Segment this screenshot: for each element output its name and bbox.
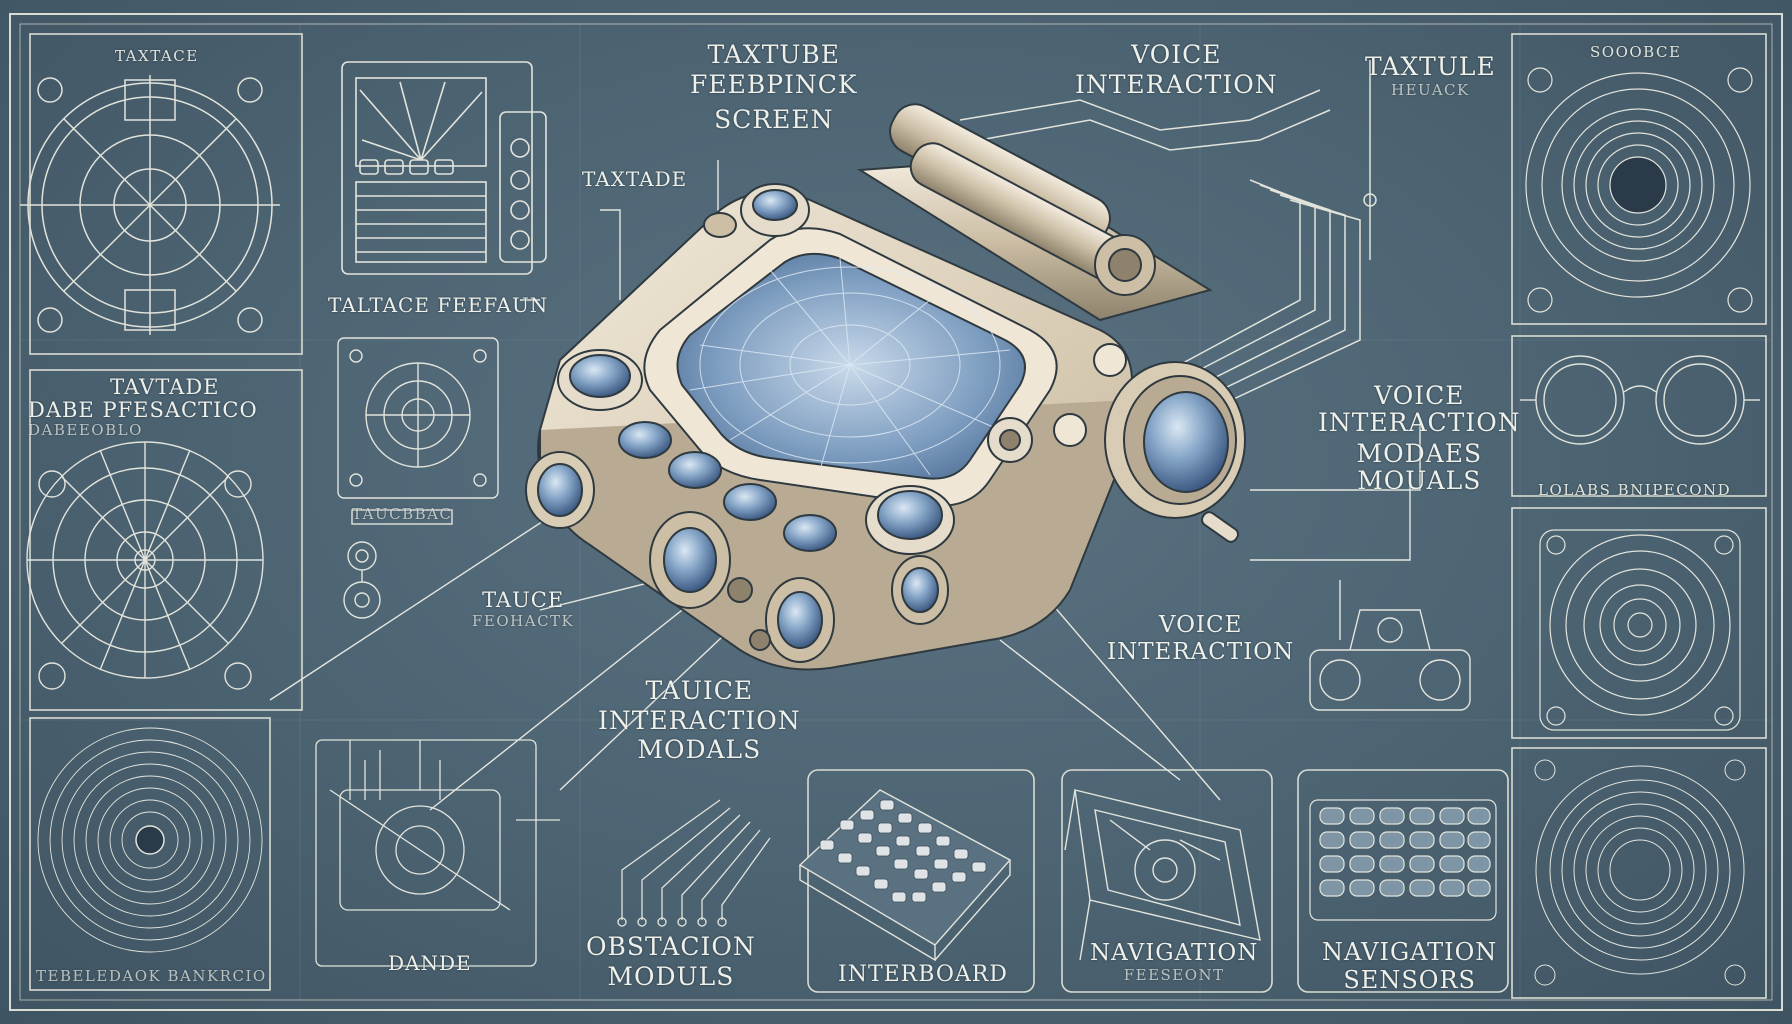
label-obstacion-moduls: OBSTACION MODULS (586, 932, 756, 991)
radar-lines (689, 257, 1011, 476)
label-line: VOICE (1374, 381, 1465, 410)
wire-bundle (959, 60, 1377, 411)
right-column-panels (1511, 33, 1767, 999)
label-line: INTERACTION (1107, 639, 1295, 666)
label-line: VOICE (1158, 612, 1243, 638)
label-line: FEEBPINCK (690, 69, 858, 99)
central-device (525, 103, 1246, 671)
goggles-right (1520, 355, 1760, 445)
label-line: MODULS (607, 961, 735, 991)
phone-device-sketch (341, 61, 547, 275)
label-navigation-mid: NAVIGATION FEESEONT (1090, 940, 1258, 985)
label-line: OBSTACION (586, 932, 756, 961)
label-lolabs-bnipecond: LOLABS BNIPECOND (1538, 481, 1732, 499)
label-line: DABEEOBLO (28, 421, 143, 440)
label-line: DABE PFESACTICO (28, 398, 258, 423)
label-line: INTERACTION (1318, 408, 1521, 437)
label-sooobce-top-right: SOOOBCE (1590, 43, 1682, 61)
speaker-bottom-right (1534, 759, 1746, 986)
label-line: HEUACK (1391, 80, 1470, 99)
label-taltace-feefaun: TALTACE FEEFAUN (328, 293, 549, 317)
label-bottom-left: TEBELEDAOK BANKRCIO (36, 967, 267, 985)
voice-module-sketch (1309, 609, 1471, 711)
speaker-top-right (1525, 67, 1753, 313)
label-taxtade: TAXTADE (582, 167, 688, 191)
turbine-drawing-top-left (20, 75, 280, 335)
lower-mechanics (649, 511, 949, 663)
turbine-drawing-mid-left (26, 441, 264, 690)
label-line: MODAES (1356, 439, 1483, 468)
outer-frame (9, 13, 1783, 1011)
label-line: TAVTADE (110, 375, 220, 399)
callout-lines (269, 160, 1421, 811)
label-line: NAVIGATION (1090, 940, 1259, 966)
label-navigation-sensors: NAVIGATION SENSORS (1322, 938, 1497, 995)
label-line: VOICE (1131, 40, 1222, 69)
label-left-stack: TAVTADE DABE PFESACTICO DABEEOBLO (28, 375, 258, 440)
label-line: FEESEONT (1123, 966, 1225, 985)
navigation-device-sketch (1064, 789, 1261, 961)
left-column-panels (29, 33, 303, 991)
label-taxtace-top-left: TAXTACE (115, 47, 199, 65)
mechanism-panel-lower (315, 739, 560, 967)
tube-assembly (856, 103, 1213, 322)
small-lens-parts (343, 541, 381, 619)
label-voice-interaction-top: VOICE INTERACTION (1075, 40, 1278, 99)
label-line: MODALS (637, 735, 762, 764)
label-voice-interaction-right: VOICE INTERACTION MODAES MOUALS (1318, 382, 1521, 494)
label-taxtube-feedback-screen: TAXTUBE FEEBPINCK SCREEN (690, 40, 858, 135)
keypad-sketch (798, 789, 1012, 962)
label-line: FEOHACTK (472, 611, 575, 630)
label-line: NAVIGATION (1322, 938, 1498, 966)
label-taxtule: TAXTULE HEUACK (1365, 52, 1496, 99)
front-lenses (525, 349, 955, 555)
speaker-cone-bottom-left (37, 727, 263, 953)
label-line: SCREEN (714, 105, 834, 134)
label-line: TAXTUBE (707, 40, 841, 69)
speaker-mid-right (1539, 529, 1741, 731)
label-dande: DANDE (388, 951, 472, 975)
label-line: TAUCE (482, 588, 565, 612)
obstacle-module-wires (617, 799, 771, 927)
label-line: TAUICE (645, 676, 754, 705)
label-voice-interaction-lower: VOICE INTERACTION (1107, 612, 1294, 666)
module-box-sketch (337, 337, 499, 525)
side-lens (987, 343, 1246, 543)
label-line: SENSORS (1343, 966, 1476, 995)
label-line: INTERACTION (1075, 69, 1278, 99)
label-taulce: TAUCE FEOHACTK (472, 588, 574, 630)
label-interboard: INTERBOARD (838, 962, 1008, 987)
sensor-grid-sketch (1309, 799, 1497, 921)
label-line: TAXTULE (1365, 52, 1496, 81)
label-taucbbac: TAUCBBAC (352, 505, 453, 523)
label-tauice-interaction-modals: TAUICE INTERACTION MODALS (598, 676, 801, 765)
label-line: INTERACTION (598, 705, 801, 735)
label-line: MOUALS (1357, 466, 1482, 495)
